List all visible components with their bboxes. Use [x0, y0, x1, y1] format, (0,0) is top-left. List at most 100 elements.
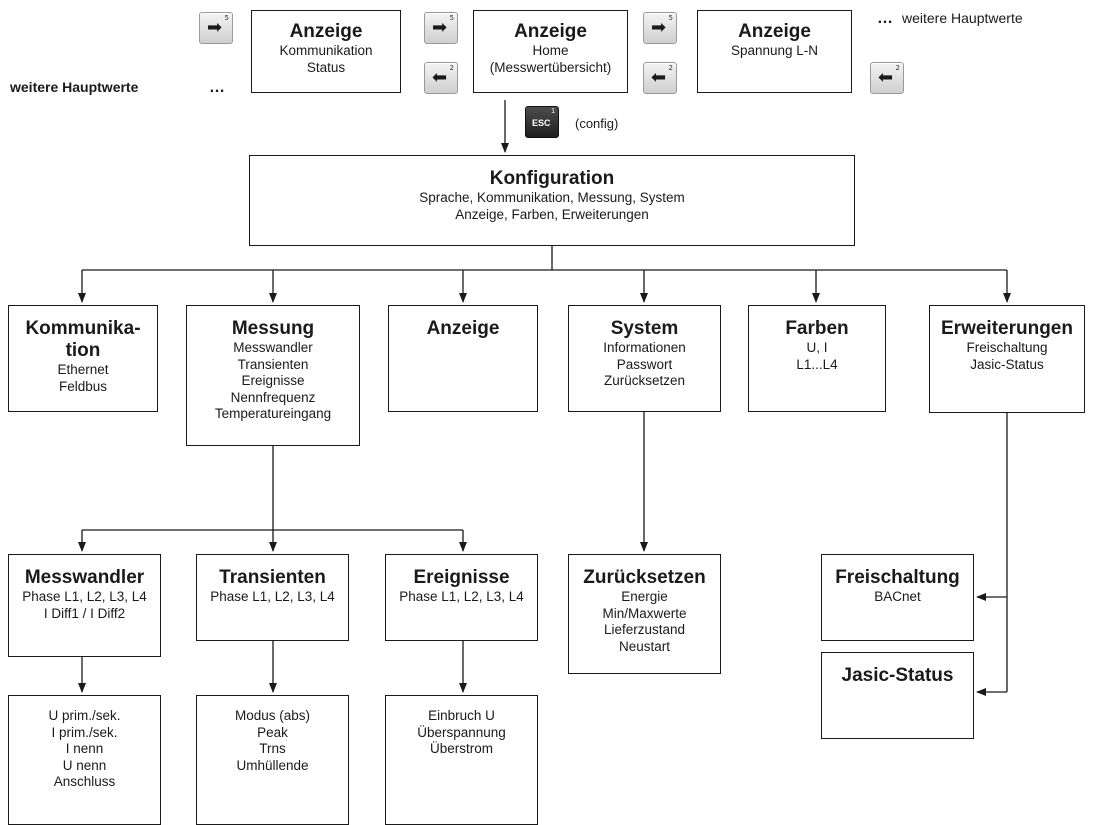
box-title: Freischaltung: [835, 567, 960, 588]
box-line: Temperatureingang: [214, 406, 332, 421]
box-line: Phase L1, L2, L3, L4: [210, 589, 335, 604]
box-line: Messwandler: [233, 340, 313, 355]
box-line: Sprache, Kommunikation, Messung, System: [419, 190, 685, 205]
box-line: Nennfrequenz: [230, 389, 316, 405]
box-title: Anzeige: [289, 21, 363, 42]
box-title: Kommunika-: [25, 318, 141, 339]
right-arrow-icon: ➡: [207, 17, 223, 38]
box-title: Anzeige: [738, 21, 811, 42]
box-line: U prim./sek.: [48, 708, 121, 723]
box-anzeige-spannung: Anzeige Spannung L-N: [697, 10, 852, 93]
box-line: BACnet: [874, 589, 921, 604]
box-ereignisse-details: Einbruch U Überspannung Überstrom: [385, 695, 538, 825]
box-line: Home: [532, 43, 569, 58]
box-title: Ereignisse: [413, 567, 510, 588]
right-arrow-key-1[interactable]: ➡ 5: [199, 12, 233, 44]
box-line: Status: [306, 59, 346, 75]
box-messwandler-details: U prim./sek. I prim./sek. I nenn U nenn …: [8, 695, 161, 825]
esc-key-number: 1: [551, 108, 555, 115]
box-line: Spannung L-N: [730, 43, 819, 58]
right-arrow-key-2[interactable]: ➡ 5: [424, 12, 458, 44]
box-title: Messwandler: [24, 567, 145, 588]
right-arrow-icon: ➡: [651, 17, 667, 38]
left-arrow-key-1[interactable]: ⬅ 2: [424, 62, 458, 94]
key-number: 5: [449, 14, 454, 22]
box-title: Zurücksetzen: [583, 567, 706, 588]
box-line: Phase L1, L2, L3, L4: [399, 589, 524, 604]
box-freischaltung: Freischaltung BACnet: [821, 554, 974, 641]
box-anzeige: Anzeige: [388, 305, 538, 412]
left-ellipsis: …: [209, 79, 225, 96]
box-line: Feldbus: [58, 378, 108, 394]
esc-key-label: ESC: [532, 118, 551, 128]
box-farben: Farben U, I L1...L4: [748, 305, 886, 412]
box-konfiguration: Konfiguration Sprache, Kommunikation, Me…: [249, 155, 855, 246]
box-line: Transienten: [237, 356, 309, 372]
box-line: Ethernet: [57, 362, 109, 377]
left-arrow-icon: ⬅: [651, 67, 667, 88]
box-title: Erweiterungen: [941, 318, 1073, 339]
key-number: 2: [449, 64, 454, 72]
esc-caption: (config): [575, 116, 619, 131]
box-line: Trns: [259, 741, 286, 756]
box-title: Anzeige: [514, 21, 587, 42]
box-anzeige-kommunikation: Anzeige Kommunikation Status: [251, 10, 401, 93]
box-line: Einbruch U: [428, 708, 495, 723]
box-line: Umhüllende: [236, 757, 309, 773]
box-system: System Informationen Passwort Zurücksetz…: [568, 305, 721, 412]
box-line: Min/Maxwerte: [602, 605, 687, 621]
box-jasic-status: Jasic-Status: [821, 652, 974, 739]
box-line: Neustart: [618, 638, 671, 654]
box-title: Konfiguration: [489, 168, 615, 189]
box-line: Energie: [621, 589, 668, 604]
box-title-cont: tion: [65, 340, 101, 361]
box-line: (Messwertübersicht): [489, 59, 612, 75]
box-line: Lieferzustand: [603, 622, 686, 637]
box-messwandler: Messwandler Phase L1, L2, L3, L4 I Diff1…: [8, 554, 161, 657]
right-arrow-icon: ➡: [432, 17, 448, 38]
box-messung: Messung Messwandler Transienten Ereignis…: [186, 305, 360, 446]
box-title: System: [610, 318, 679, 339]
key-number: 2: [668, 64, 673, 72]
key-number: 5: [224, 14, 229, 22]
key-number: 5: [668, 14, 673, 22]
right-arrow-key-3[interactable]: ➡ 5: [643, 12, 677, 44]
box-line: U, I: [806, 340, 828, 355]
box-zuruecksetzen: Zurücksetzen Energie Min/Maxwerte Liefer…: [568, 554, 721, 674]
box-transienten-details: Modus (abs) Peak Trns Umhüllende: [196, 695, 349, 825]
box-title: Messung: [231, 318, 315, 339]
box-line: Modus (abs): [234, 708, 311, 723]
key-number: 2: [895, 64, 900, 72]
left-arrow-icon: ⬅: [878, 67, 894, 88]
box-line: I Diff1 / I Diff2: [43, 605, 126, 621]
box-line: Phase L1, L2, L3, L4: [22, 589, 147, 604]
left-arrow-icon: ⬅: [432, 67, 448, 88]
esc-key[interactable]: ESC 1: [525, 106, 559, 138]
box-line: Anschluss: [53, 774, 116, 789]
left-arrow-key-2[interactable]: ⬅ 2: [643, 62, 677, 94]
box-line: L1...L4: [796, 356, 838, 372]
box-line: Freischaltung: [966, 340, 1048, 355]
right-ellipsis: …: [877, 10, 893, 27]
box-line: U nenn: [62, 757, 107, 773]
box-line: I prim./sek.: [51, 724, 118, 740]
box-title: Jasic-Status: [841, 665, 954, 686]
box-line: Überspannung: [417, 724, 506, 740]
right-more-label: weitere Hauptwerte: [902, 10, 1023, 26]
box-line: Passwort: [616, 356, 673, 372]
box-line: Informationen: [603, 340, 686, 355]
left-arrow-key-3[interactable]: ⬅ 2: [870, 62, 904, 94]
box-line: Jasic-Status: [970, 356, 1044, 372]
left-more-label: weitere Hauptwerte: [10, 79, 139, 95]
box-title: Anzeige: [426, 318, 500, 339]
box-line: Anzeige, Farben, Erweiterungen: [455, 206, 649, 222]
box-line: Überstrom: [429, 741, 493, 756]
box-line: Kommunikation: [279, 43, 373, 58]
box-line: Ereignisse: [241, 373, 305, 388]
box-kommunikation: Kommunika- tion Ethernet Feldbus: [8, 305, 158, 412]
box-anzeige-home: Anzeige Home (Messwertübersicht): [473, 10, 628, 93]
box-line: Peak: [257, 724, 288, 740]
box-title: Transienten: [219, 567, 326, 588]
box-transienten: Transienten Phase L1, L2, L3, L4: [196, 554, 349, 641]
